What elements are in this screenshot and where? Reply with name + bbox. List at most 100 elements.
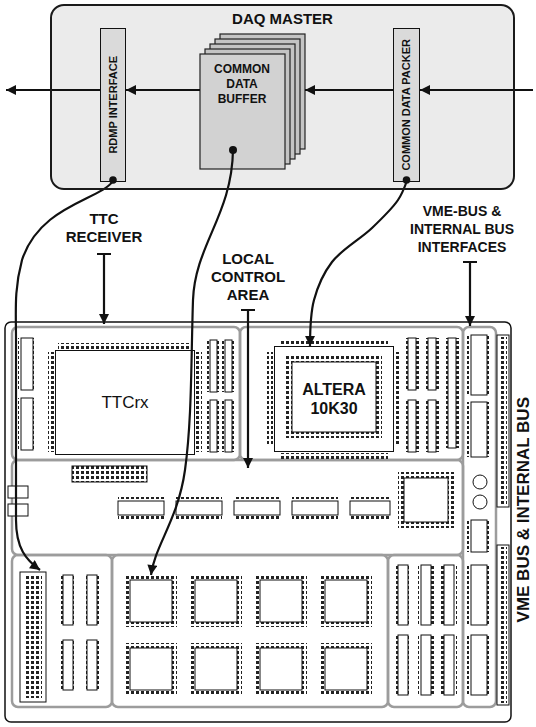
dip-chips	[18, 335, 491, 695]
vme-connector	[497, 335, 509, 507]
chip-body: TTCrx	[55, 350, 195, 455]
interface-bar: RDMP INTERFACE	[100, 28, 126, 182]
pointer-arrow	[463, 262, 477, 326]
dip-pins	[60, 640, 76, 690]
dip-pins	[350, 497, 390, 519]
dip-chip	[471, 402, 487, 457]
buffer-page	[200, 54, 285, 169]
connector-pins	[499, 547, 507, 703]
dip-pins	[84, 640, 100, 690]
buffer-stack: COMMON DATA BUFFER	[200, 34, 305, 169]
region-outline	[12, 555, 112, 707]
interface-bar: COMMON DATA PACKER	[393, 28, 420, 182]
shape-fills	[51, 5, 514, 189]
plcc-pins	[190, 643, 242, 695]
plcc-pins	[320, 643, 372, 695]
dip-pins	[292, 497, 338, 519]
ttc-chip-pins	[48, 343, 202, 452]
connector-arrow	[126, 89, 200, 91]
dip-chip	[428, 400, 436, 452]
output-arrow	[6, 89, 100, 91]
region-label: VME-BUS & INTERNAL BUS INTERFACES	[400, 202, 524, 256]
dip-chip	[87, 640, 97, 690]
dip-chip	[63, 575, 73, 625]
label-box: LOCAL CONTROL AREA	[205, 250, 291, 304]
dip-chip	[471, 335, 487, 395]
dip-chip	[210, 340, 217, 392]
memory-chip	[260, 580, 302, 622]
connector-pins	[499, 337, 507, 505]
region-outline	[463, 327, 496, 707]
pin-row	[58, 343, 192, 349]
dip-pins	[395, 635, 411, 695]
trimmer	[473, 475, 487, 489]
pin-ring	[286, 356, 382, 438]
label-box: VME-BUS & INTERNAL BUS INTERFACES	[400, 202, 524, 256]
system-box: DAQ MASTERRDMP INTERFACECOMMON DATA BUFF…	[50, 4, 515, 190]
dip-pins	[118, 497, 164, 519]
dip-chip	[292, 501, 338, 515]
circuit-board	[5, 322, 511, 722]
memory-chip	[325, 580, 367, 622]
dip-pins	[425, 338, 439, 390]
region-outline	[240, 327, 463, 460]
pointer-arrow	[241, 310, 255, 468]
dip-chip	[63, 640, 73, 690]
dip-pins	[60, 575, 76, 625]
dip-pins	[445, 338, 459, 448]
dip-chip	[471, 565, 487, 625]
memory-chip	[130, 580, 172, 622]
dip-pins	[84, 575, 100, 625]
pointer-arrow	[97, 254, 111, 324]
leader-dot	[109, 176, 117, 184]
dip-chip	[471, 635, 487, 695]
pin-row	[395, 352, 401, 446]
chip-label: TTCrx	[101, 393, 148, 413]
dip-pins	[405, 400, 419, 452]
memory-chip	[130, 648, 172, 690]
plcc-chip	[404, 478, 448, 522]
connectors	[20, 335, 509, 705]
dip-chip	[398, 565, 408, 625]
plcc-pins	[398, 472, 454, 528]
chip-core	[292, 362, 376, 432]
label-box: TTC RECEIVER	[56, 210, 152, 246]
dip-pins	[467, 402, 491, 457]
label-box: VME BUS & INTERNAL BUS	[514, 330, 534, 690]
connector-pins	[24, 576, 42, 698]
dip-pins	[425, 400, 439, 452]
dip-pins	[441, 565, 457, 625]
chip-body: ALTERA 10K30	[274, 346, 394, 452]
box-fill	[51, 5, 514, 189]
dip-chip	[408, 400, 416, 452]
dip-pins	[395, 565, 411, 625]
dip-chip	[408, 338, 416, 390]
region-outline	[112, 555, 388, 707]
dip-chip	[448, 338, 456, 448]
local-control-parts	[8, 466, 487, 528]
dip-pins	[467, 635, 491, 695]
leader-lines	[6, 90, 533, 575]
dip-chip	[225, 400, 232, 452]
dip-pins	[207, 400, 220, 452]
dip-pins	[405, 338, 419, 390]
chip-label: ALTERA 10K30	[293, 380, 375, 418]
pin-row	[196, 352, 202, 452]
dip-pins	[234, 497, 280, 519]
dip-pins	[418, 635, 434, 695]
pin-row	[280, 453, 388, 459]
bar-fill	[393, 28, 420, 182]
dip-chip	[421, 565, 431, 625]
dip-chip	[428, 338, 436, 390]
pin-header	[72, 466, 147, 482]
trimmer	[473, 495, 487, 509]
dip-chip	[87, 575, 97, 625]
edge-group	[126, 90, 407, 346]
memory-chip	[195, 580, 237, 622]
lemo-connector	[8, 504, 28, 516]
input-arrow	[420, 89, 533, 91]
